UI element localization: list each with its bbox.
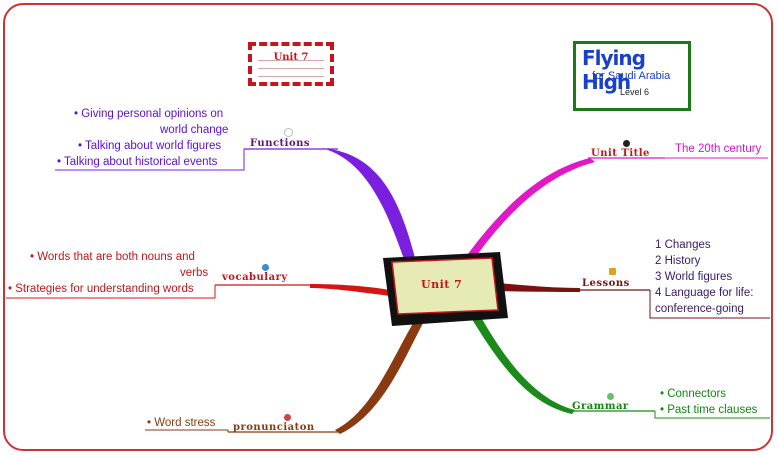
- vocabulary-item-3: Strategies for understanding words: [8, 281, 193, 297]
- functions-icon: [284, 128, 293, 137]
- lessons-label[interactable]: Lessons: [582, 278, 630, 289]
- grammar-label[interactable]: Grammar: [572, 401, 629, 412]
- vocabulary-text-underline: [6, 285, 216, 299]
- logo-title: Flying High: [582, 46, 646, 94]
- pronunciation-label[interactable]: pronunciaton: [233, 422, 315, 433]
- functions-item-4: Talking about historical events: [57, 154, 217, 170]
- functions-item-3: Talking about world figures: [78, 138, 221, 154]
- pronunciation-icon: [284, 414, 291, 421]
- vocabulary-item-2: verbs: [180, 267, 209, 279]
- grammar-item-1: Connectors: [660, 386, 726, 402]
- vocabulary-icon: [262, 264, 269, 271]
- grammar-icon: [607, 393, 614, 400]
- functions-item-2: world change: [160, 124, 229, 136]
- unit-box-label: Unit 7: [273, 52, 309, 63]
- vocabulary-label[interactable]: vocabulary: [222, 272, 288, 283]
- functions-branch: [322, 148, 415, 262]
- grammar-text-underline: [654, 411, 770, 419]
- unit-title-icon: [623, 140, 630, 147]
- lessons-item-3: 3 World figures: [655, 271, 733, 283]
- logo-level: Level 6: [620, 87, 650, 97]
- center-node: [391, 257, 499, 315]
- pronunciation-branch: [335, 312, 428, 434]
- unit-box: Unit 7: [248, 42, 334, 86]
- center-label[interactable]: Unit 7: [421, 278, 463, 291]
- pronunciation-item-1: Word stress: [147, 415, 215, 431]
- unit-title-branch: [465, 158, 595, 262]
- lessons-item-5: conference-going: [655, 303, 744, 315]
- logo-subtitle: for Saudi Arabia: [592, 70, 671, 82]
- lessons-item-1: 1 Changes: [655, 239, 711, 251]
- unit-title-item-1: The 20th century: [675, 143, 762, 155]
- lessons-icon: [609, 268, 616, 275]
- lessons-text-underline: [649, 290, 770, 319]
- lessons-item-2: 2 History: [655, 255, 701, 267]
- lessons-branch: [498, 283, 580, 292]
- flying-high-logo: Flying High for Saudi Arabia Level 6: [573, 41, 691, 111]
- lessons-item-4: 4 Language for life:: [655, 287, 754, 299]
- unit-title-label[interactable]: Unit Title: [591, 148, 650, 159]
- mind-map-frame: [3, 3, 773, 451]
- grammar-item-2: Past time clauses: [660, 402, 757, 418]
- vocabulary-item-1: Words that are both nouns and: [30, 249, 195, 265]
- functions-text-underline: [55, 149, 245, 171]
- functions-item-1: Giving personal opinions on: [74, 106, 223, 122]
- grammar-branch: [470, 312, 575, 414]
- functions-label[interactable]: Functions: [250, 138, 311, 149]
- vocabulary-branch: [310, 284, 390, 296]
